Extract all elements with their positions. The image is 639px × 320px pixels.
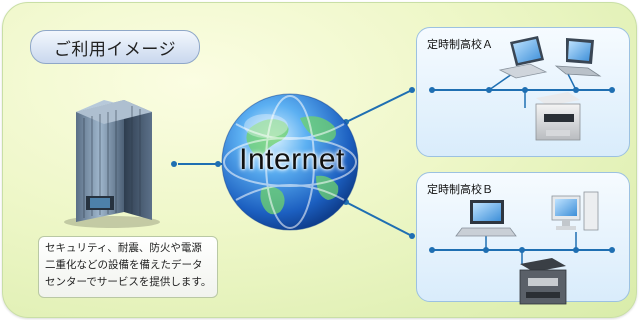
caption-line: セキュリティ、耐震、防火や電源	[45, 242, 202, 254]
diagram-title: ご利用イメージ	[30, 30, 200, 64]
school-b-link	[337, 197, 415, 239]
caption-line: 二重化などの設備を備えたデータ	[45, 259, 203, 271]
datacenter-caption: セキュリティ、耐震、防火や電源 二重化などの設備を備えたデータ センターでサービ…	[38, 236, 218, 298]
diagram-title-text: ご利用イメージ	[53, 39, 177, 60]
school-a-label: 定時制高校Ａ	[427, 38, 493, 51]
school-b-lan	[429, 232, 615, 264]
school-b-label: 定時制高校Ｂ	[427, 183, 493, 196]
school-a-link	[337, 87, 415, 127]
internet-label: Internet	[239, 143, 345, 176]
laptop-icon	[554, 38, 602, 77]
printer-icon	[535, 92, 581, 141]
school-a-lan	[429, 73, 615, 108]
laptop-icon	[498, 36, 548, 79]
internet-globe-icon	[221, 93, 359, 231]
datacenter-building-icon	[64, 100, 160, 228]
multifunction-printer-icon	[519, 258, 567, 305]
caption-line: センターでサービスを提供します。	[45, 276, 212, 288]
datacenter-link	[171, 161, 226, 167]
desktop-computer-icon	[551, 191, 599, 231]
laptop-icon	[455, 200, 517, 237]
